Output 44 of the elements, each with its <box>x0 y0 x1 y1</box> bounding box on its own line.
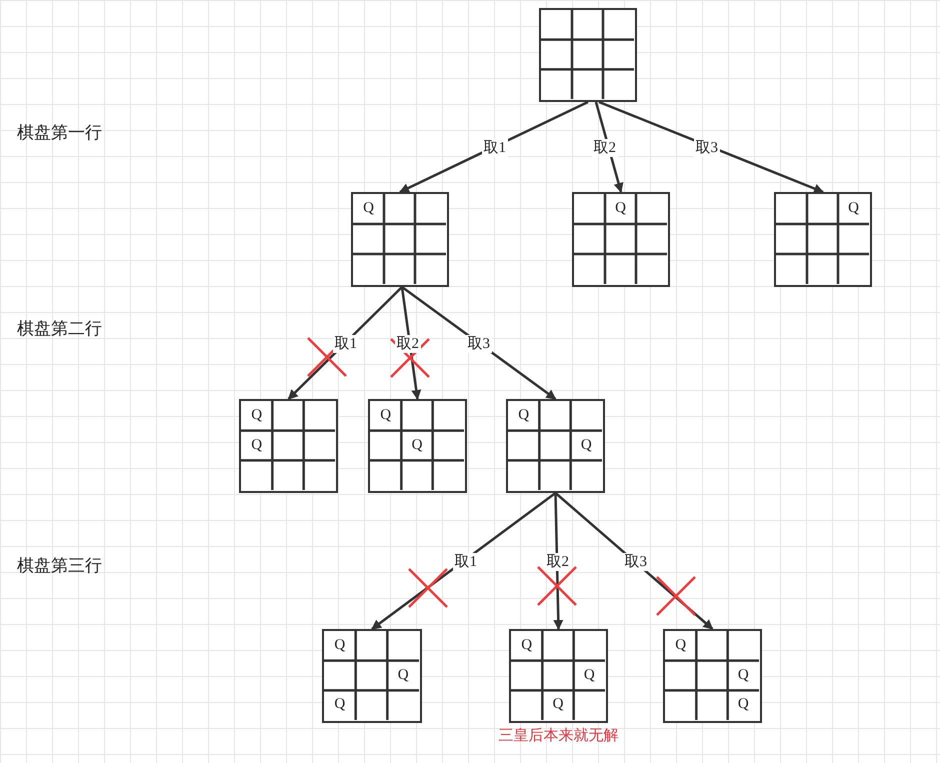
queen-letter: Q <box>736 668 750 682</box>
queen-letter: Q <box>333 638 346 653</box>
edge-label: 取1 <box>332 335 359 353</box>
chessboard <box>774 192 872 287</box>
edge-label: 取3 <box>622 553 649 571</box>
arrow <box>553 492 564 630</box>
chessboard <box>351 192 449 287</box>
edge-label: 取2 <box>592 139 618 157</box>
queen-letter: Q <box>250 438 264 452</box>
edge-label: 取1 <box>452 553 479 571</box>
arrow <box>598 100 824 194</box>
queen-letter: Q <box>847 201 860 216</box>
chessboard <box>322 629 422 723</box>
chessboard <box>239 399 338 493</box>
queen-letter: Q <box>552 697 564 712</box>
edge-label: 取3 <box>466 335 492 353</box>
chessboard <box>506 399 605 493</box>
queen-letter: Q <box>410 438 424 452</box>
chessboard <box>368 399 467 493</box>
queen-letter: Q <box>614 201 627 216</box>
row-label: 棋盘第一行 <box>17 122 102 144</box>
queen-letter: Q <box>517 408 530 423</box>
edge-label: 取2 <box>544 553 571 571</box>
arrow <box>371 492 556 630</box>
chessboard <box>663 629 762 723</box>
row-label: 棋盘第三行 <box>17 555 102 577</box>
queen-letter: Q <box>396 668 410 682</box>
queen-letter: Q <box>250 408 264 423</box>
edge-label: 取3 <box>694 139 720 157</box>
queen-letter: Q <box>333 697 346 712</box>
edge-label: 取1 <box>482 139 508 157</box>
row-label: 棋盘第二行 <box>17 318 102 340</box>
queen-letter: Q <box>520 638 534 653</box>
note-text: 三皇后本来就无解 <box>498 726 618 745</box>
chessboard <box>509 629 608 723</box>
chessboard <box>572 192 670 287</box>
queen-letter: Q <box>582 668 596 682</box>
chessboard <box>539 8 637 102</box>
queen-letter: Q <box>580 438 593 452</box>
queen-letter: Q <box>379 408 392 423</box>
queen-letter: Q <box>736 697 750 712</box>
queen-letter: Q <box>362 201 375 216</box>
queen-letter: Q <box>674 638 688 653</box>
edge-label: 取2 <box>394 335 421 353</box>
